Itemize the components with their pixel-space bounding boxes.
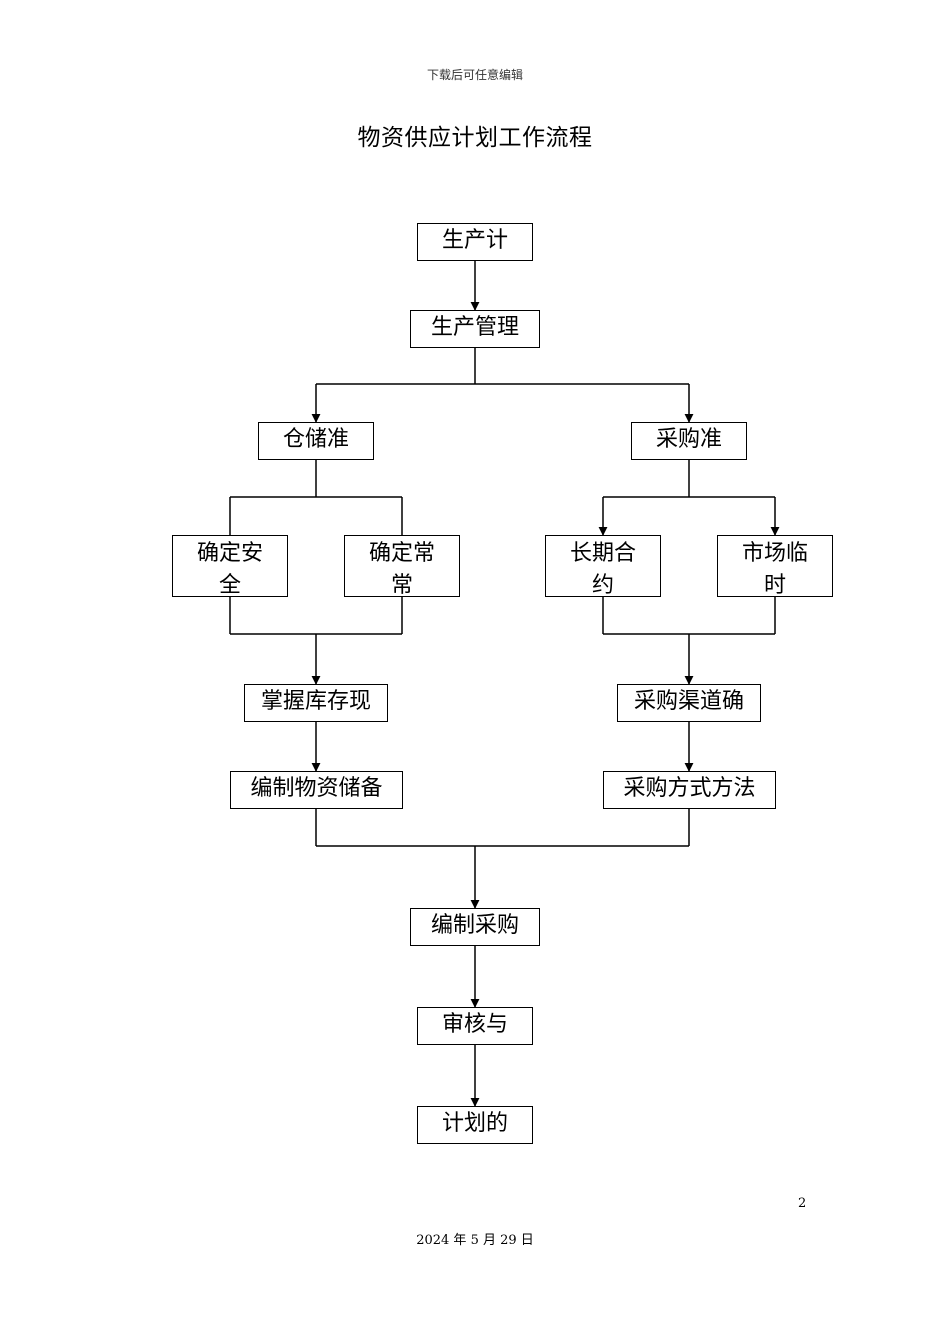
node-long-term-contract: 长期合约 bbox=[545, 535, 661, 597]
page-number: 2 bbox=[798, 1196, 807, 1211]
node-label: 长期合约 bbox=[569, 541, 636, 597]
node-compile-purchase: 编制采购 bbox=[410, 908, 540, 946]
node-production-management: 生产管理 bbox=[410, 310, 540, 348]
node-label: 计划的 bbox=[441, 1111, 508, 1136]
node-label: 确定常常 bbox=[368, 541, 435, 597]
node-label: 审核与 bbox=[441, 1012, 508, 1037]
node-safety-stock: 确定安全 bbox=[172, 535, 288, 597]
node-label: 采购渠道确 bbox=[633, 689, 744, 714]
node-purchase-channel: 采购渠道确 bbox=[617, 684, 761, 722]
node-label: 采购准 bbox=[655, 427, 722, 452]
node-label: 掌握库存现 bbox=[260, 689, 371, 714]
node-label: 生产计 bbox=[441, 228, 508, 253]
page-title: 物资供应计划工作流程 bbox=[357, 125, 593, 151]
node-review: 审核与 bbox=[417, 1007, 533, 1045]
node-market-temporary: 市场临时 bbox=[717, 535, 833, 597]
node-label: 市场临时 bbox=[741, 541, 808, 597]
node-label: 确定安全 bbox=[196, 541, 263, 597]
header-note: 下载后可任意编辑 bbox=[426, 68, 523, 82]
node-production-plan: 生产计 bbox=[417, 223, 533, 261]
footer-date: 2024 年 5 月 29 日 bbox=[416, 1233, 534, 1248]
node-purchase-standard: 采购准 bbox=[631, 422, 747, 460]
node-label: 采购方式方法 bbox=[623, 776, 756, 801]
node-label: 编制物资储备 bbox=[250, 776, 383, 801]
node-final-plan: 计划的 bbox=[417, 1106, 533, 1144]
node-normal-stock: 确定常常 bbox=[344, 535, 460, 597]
node-purchase-method: 采购方式方法 bbox=[603, 771, 776, 809]
node-storage-standard: 仓储准 bbox=[258, 422, 374, 460]
node-label: 生产管理 bbox=[430, 315, 519, 340]
node-label: 仓储准 bbox=[282, 427, 349, 452]
node-reserve-plan: 编制物资储备 bbox=[230, 771, 403, 809]
node-inventory-status: 掌握库存现 bbox=[244, 684, 388, 722]
node-label: 编制采购 bbox=[430, 913, 519, 938]
